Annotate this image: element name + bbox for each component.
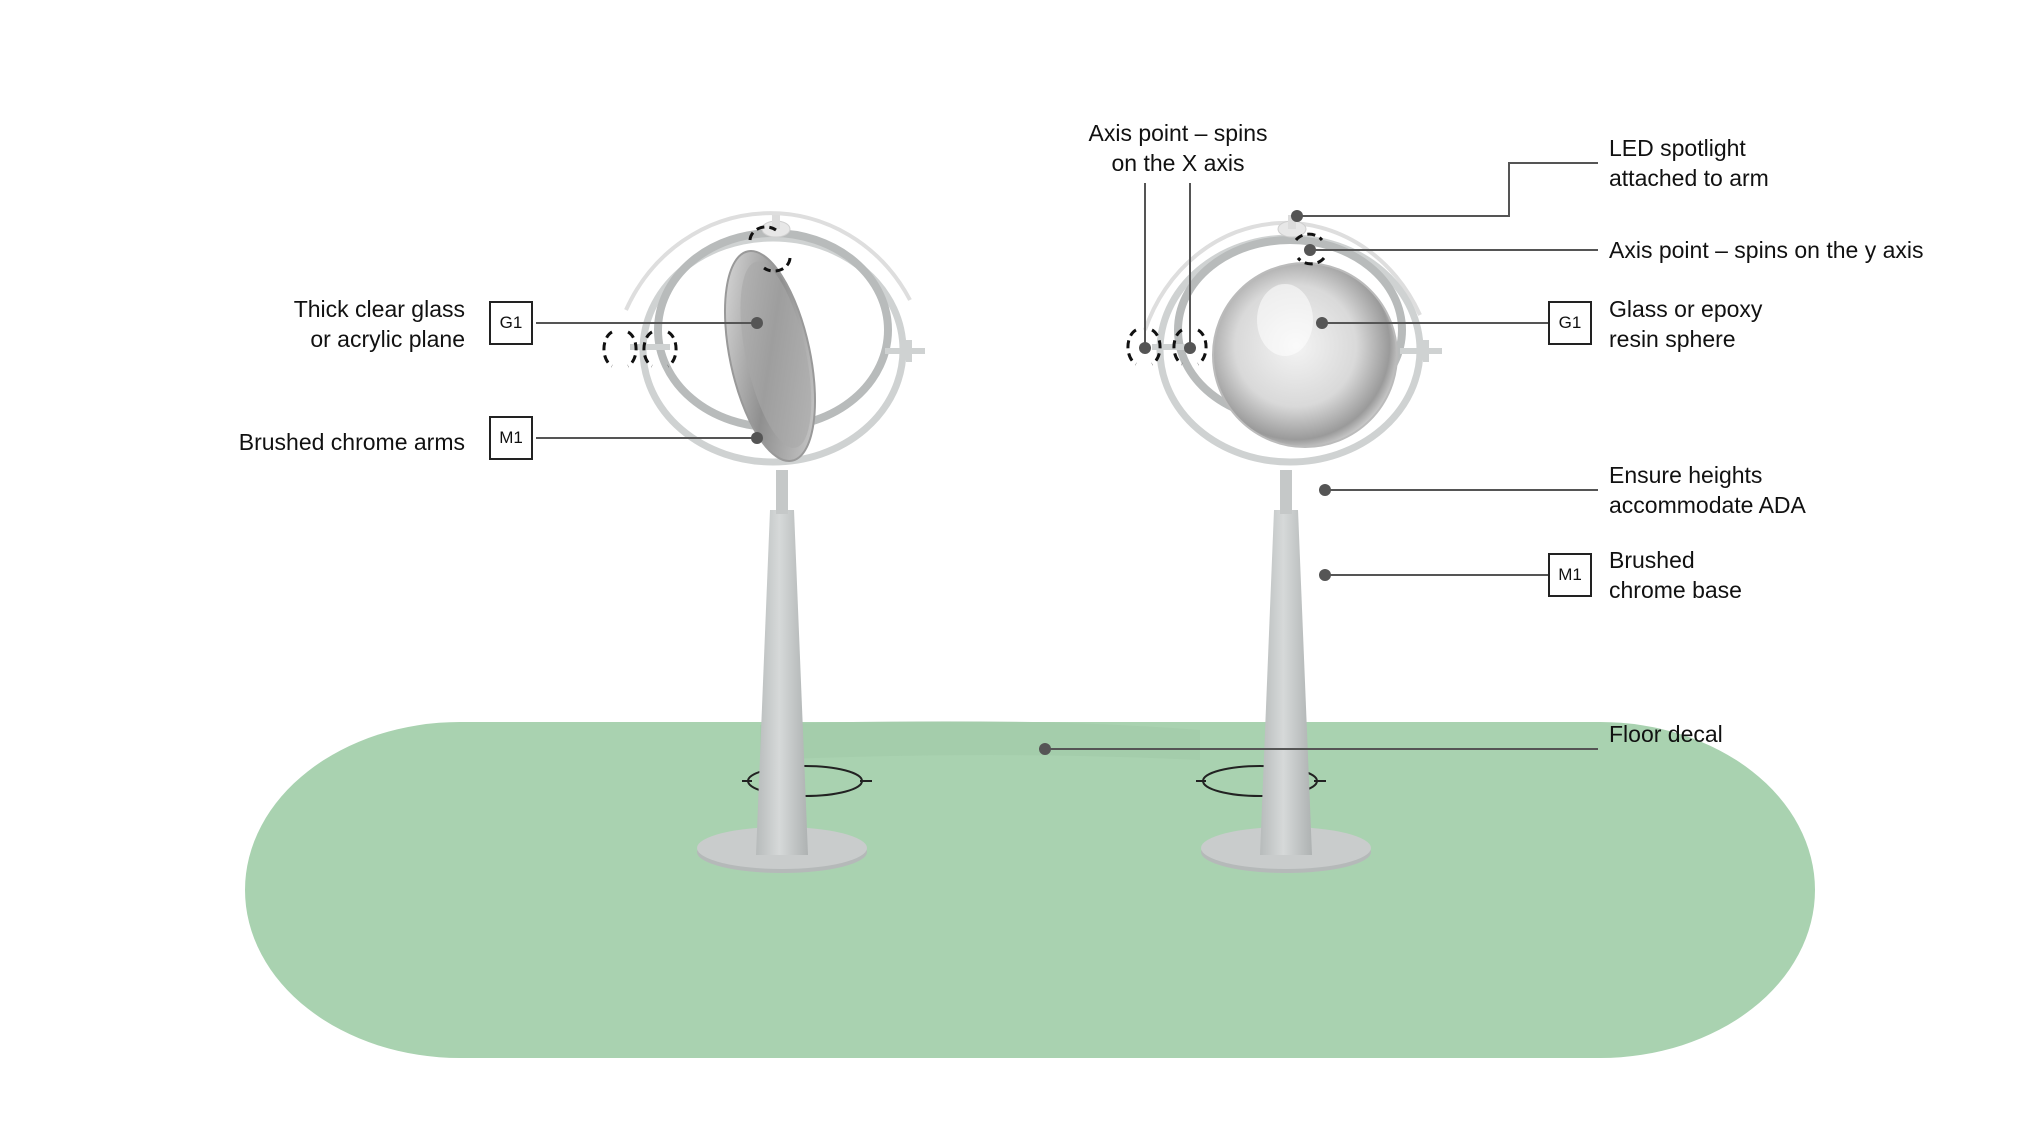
material-tag-g1-left: G1 bbox=[489, 301, 533, 345]
label-chrome-base-line2: chrome base bbox=[1609, 577, 1742, 603]
label-axis-x: Axis point – spins on the X axis bbox=[1068, 118, 1288, 178]
material-tag-m1-right: M1 bbox=[1548, 553, 1592, 597]
left-stand bbox=[624, 211, 925, 873]
label-ada-line2: accommodate ADA bbox=[1609, 492, 1806, 518]
rotate-y-left-icon bbox=[748, 225, 792, 273]
label-chrome-base: Brushed chrome base bbox=[1609, 545, 1742, 605]
label-glass-sphere-line1: Glass or epoxy bbox=[1609, 296, 1763, 322]
label-led-line2: attached to arm bbox=[1609, 165, 1769, 191]
label-axis-y: Axis point – spins on the y axis bbox=[1609, 237, 1924, 263]
rotate-x-right-icon-2 bbox=[1172, 328, 1208, 366]
rotation-arrows-icon bbox=[602, 225, 1326, 368]
floor-decal-shadow bbox=[760, 721, 1200, 760]
label-chrome-base-line1: Brushed bbox=[1609, 547, 1695, 573]
floor-marker-right bbox=[1196, 765, 1326, 797]
floor-decal bbox=[245, 722, 1815, 1058]
label-glass-sphere-line2: resin sphere bbox=[1609, 326, 1736, 352]
callout-dots bbox=[751, 210, 1331, 755]
label-floor-decal: Floor decal bbox=[1609, 721, 1723, 747]
label-brushed-arms: Brushed chrome arms bbox=[238, 429, 465, 455]
label-axis-x-line1: Axis point – spins bbox=[1088, 120, 1268, 146]
label-led: LED spotlight attached to arm bbox=[1609, 133, 1769, 193]
material-tag-g1-right: G1 bbox=[1548, 301, 1592, 345]
label-axis-x-line2: on the X axis bbox=[1111, 150, 1245, 176]
label-ada: Ensure heights accommodate ADA bbox=[1609, 460, 1806, 520]
label-thick-glass-line1: Thick clear glass bbox=[293, 296, 465, 322]
rotate-x-left-icon-2 bbox=[642, 330, 678, 368]
label-led-line1: LED spotlight bbox=[1609, 135, 1746, 161]
rotate-y-right-icon bbox=[1294, 232, 1326, 266]
label-thick-glass-line2: or acrylic plane bbox=[310, 326, 465, 352]
label-glass-sphere: Glass or epoxy resin sphere bbox=[1609, 294, 1762, 354]
right-stand bbox=[1143, 215, 1442, 873]
label-thick-glass: Thick clear glass or acrylic plane bbox=[294, 294, 465, 354]
rotate-x-left-icon-1 bbox=[602, 330, 638, 368]
leader-lines bbox=[536, 162, 1598, 750]
label-ada-line1: Ensure heights bbox=[1609, 462, 1763, 488]
material-tag-m1-left: M1 bbox=[489, 416, 533, 460]
rotate-x-right-icon-1 bbox=[1126, 328, 1162, 366]
